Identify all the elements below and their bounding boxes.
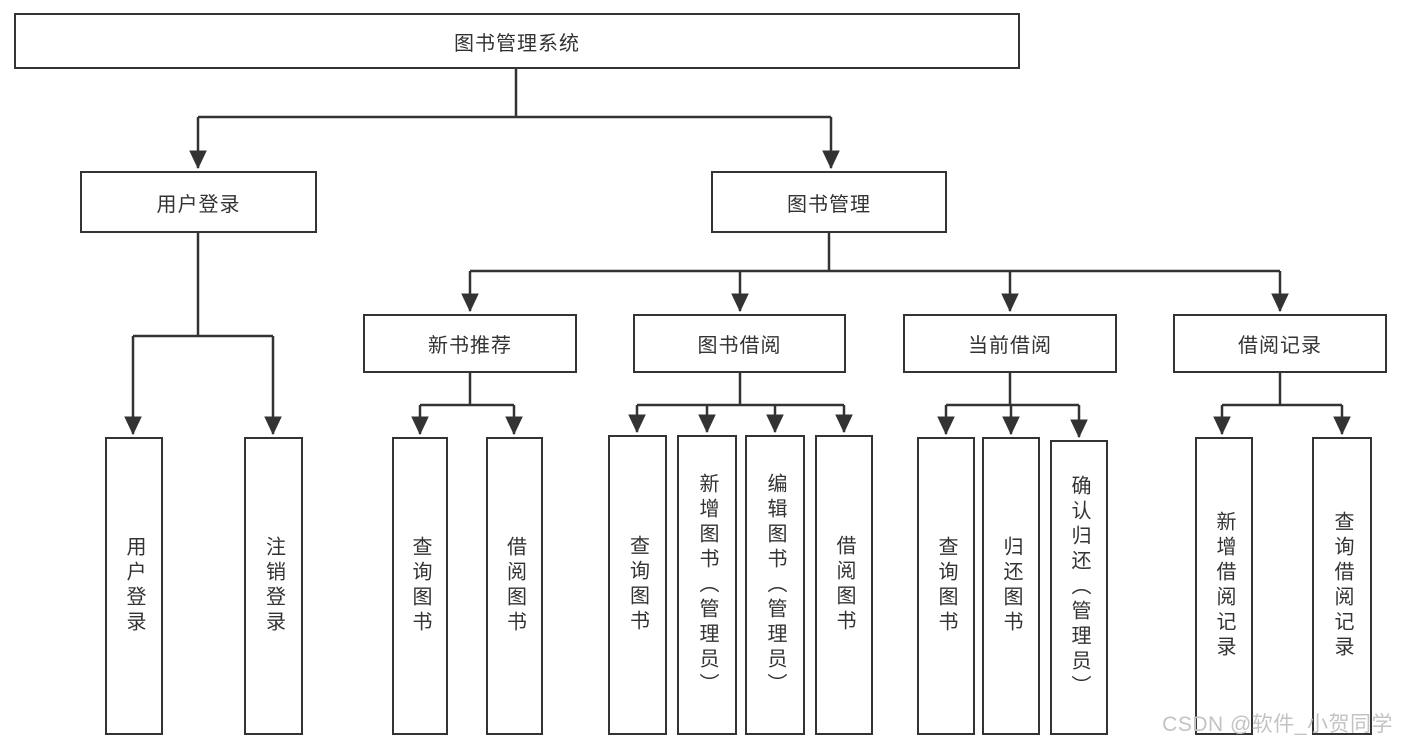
node-label: 查询借阅记录	[1331, 511, 1353, 661]
node-label: 确认归还（管理员）	[1068, 475, 1090, 700]
node-leaf-add-borrow-record: 新增借阅记录	[1195, 437, 1253, 735]
node-label: 用户登录	[156, 193, 241, 216]
node-current-borrowing: 当前借阅	[903, 314, 1117, 373]
node-leaf-add-books-admin: 新增图书（管理员）	[677, 435, 737, 735]
node-leaf-edit-books-admin: 编辑图书（管理员）	[745, 435, 805, 735]
node-library-management-system: 图书管理系统	[14, 13, 1020, 69]
node-label: 新增借阅记录	[1213, 511, 1235, 661]
node-leaf-query-books-1: 查询图书	[392, 437, 448, 735]
node-label: 查询图书	[626, 535, 649, 635]
node-leaf-borrow-books-2: 借阅图书	[815, 435, 873, 735]
node-label: 查询图书	[409, 536, 431, 636]
node-leaf-user-login: 用户登录	[105, 437, 163, 735]
node-label: 借阅图书	[833, 535, 855, 635]
node-leaf-query-books-2: 查询图书	[608, 435, 667, 735]
node-leaf-query-books-3: 查询图书	[917, 437, 975, 735]
csdn-watermark: CSDN @软件_小贺同学	[1162, 713, 1393, 736]
node-borrowing-records: 借阅记录	[1173, 314, 1387, 373]
node-label: 新书推荐	[428, 335, 512, 357]
node-label: 归还图书	[1000, 536, 1022, 636]
node-label: 用户登录	[123, 536, 145, 636]
node-new-book-recommend: 新书推荐	[363, 314, 577, 373]
node-label: 借阅图书	[503, 536, 526, 636]
node-label: 编辑图书（管理员）	[764, 472, 786, 698]
node-label: 图书借阅	[697, 335, 782, 357]
node-label: 当前借阅	[968, 335, 1052, 357]
node-label: 查询图书	[935, 536, 957, 636]
node-leaf-query-borrow-record: 查询借阅记录	[1312, 437, 1372, 735]
node-book-management: 图书管理	[711, 171, 947, 233]
node-label: 图书管理系统	[454, 32, 580, 55]
node-leaf-borrow-books-1: 借阅图书	[486, 437, 543, 735]
node-label: 新增图书（管理员）	[696, 472, 718, 698]
node-label: 借阅记录	[1238, 335, 1322, 357]
node-leaf-logout: 注销登录	[244, 437, 303, 735]
node-book-borrowing: 图书借阅	[633, 314, 846, 373]
node-user-login: 用户登录	[80, 171, 317, 233]
node-label: 图书管理	[787, 193, 871, 216]
node-leaf-return-books: 归还图书	[982, 437, 1040, 735]
node-leaf-confirm-return-admin: 确认归还（管理员）	[1050, 440, 1108, 735]
node-label: 注销登录	[262, 536, 285, 636]
